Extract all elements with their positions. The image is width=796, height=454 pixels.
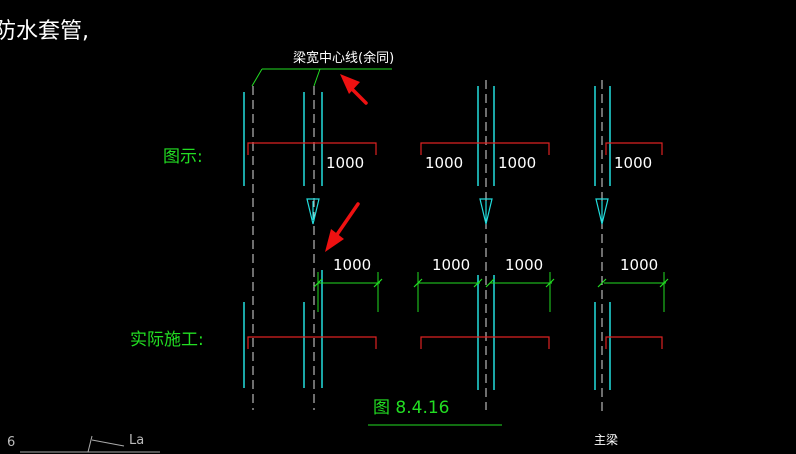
beam-group-3	[594, 80, 611, 412]
top-left-title: 防水套管,	[0, 19, 89, 44]
bottom-left-fragments	[20, 435, 160, 453]
label-actual-construction: 实际施工:	[130, 330, 204, 350]
bottom-left-number: 6	[7, 435, 15, 450]
figure-caption: 图 8.4.16	[373, 398, 449, 418]
annotation-beam-centerline: 梁宽中心线(余同)	[293, 50, 394, 66]
dim-text-top-1: 1000	[326, 154, 364, 172]
beam-group-2	[477, 80, 495, 410]
red-brackets-bottom	[247, 336, 663, 349]
label-illustration: 图示:	[163, 147, 203, 167]
annotation-leader	[251, 68, 392, 87]
dim-text-mid-2: 1000	[432, 256, 470, 274]
triangle-marker-icon	[306, 198, 320, 225]
dim-text-mid-4: 1000	[620, 256, 658, 274]
green-dimension-lines	[317, 272, 666, 312]
bottom-left-label: La	[129, 433, 144, 448]
dim-text-top-3: 1000	[498, 154, 536, 172]
green-dimension-ticks	[313, 278, 669, 288]
triangle-marker-icon	[479, 198, 493, 225]
dim-text-top-2: 1000	[425, 154, 463, 172]
red-brackets-top	[247, 142, 663, 155]
triangle-marker-icon	[595, 198, 609, 225]
dim-text-top-4: 1000	[614, 154, 652, 172]
red-arrow-icon	[325, 202, 360, 252]
main-beam-label: 主梁	[594, 432, 618, 447]
red-arrow-icon	[340, 74, 368, 105]
beam-group-1	[243, 86, 323, 410]
dim-text-mid-3: 1000	[505, 256, 543, 274]
dim-text-mid-1: 1000	[333, 256, 371, 274]
